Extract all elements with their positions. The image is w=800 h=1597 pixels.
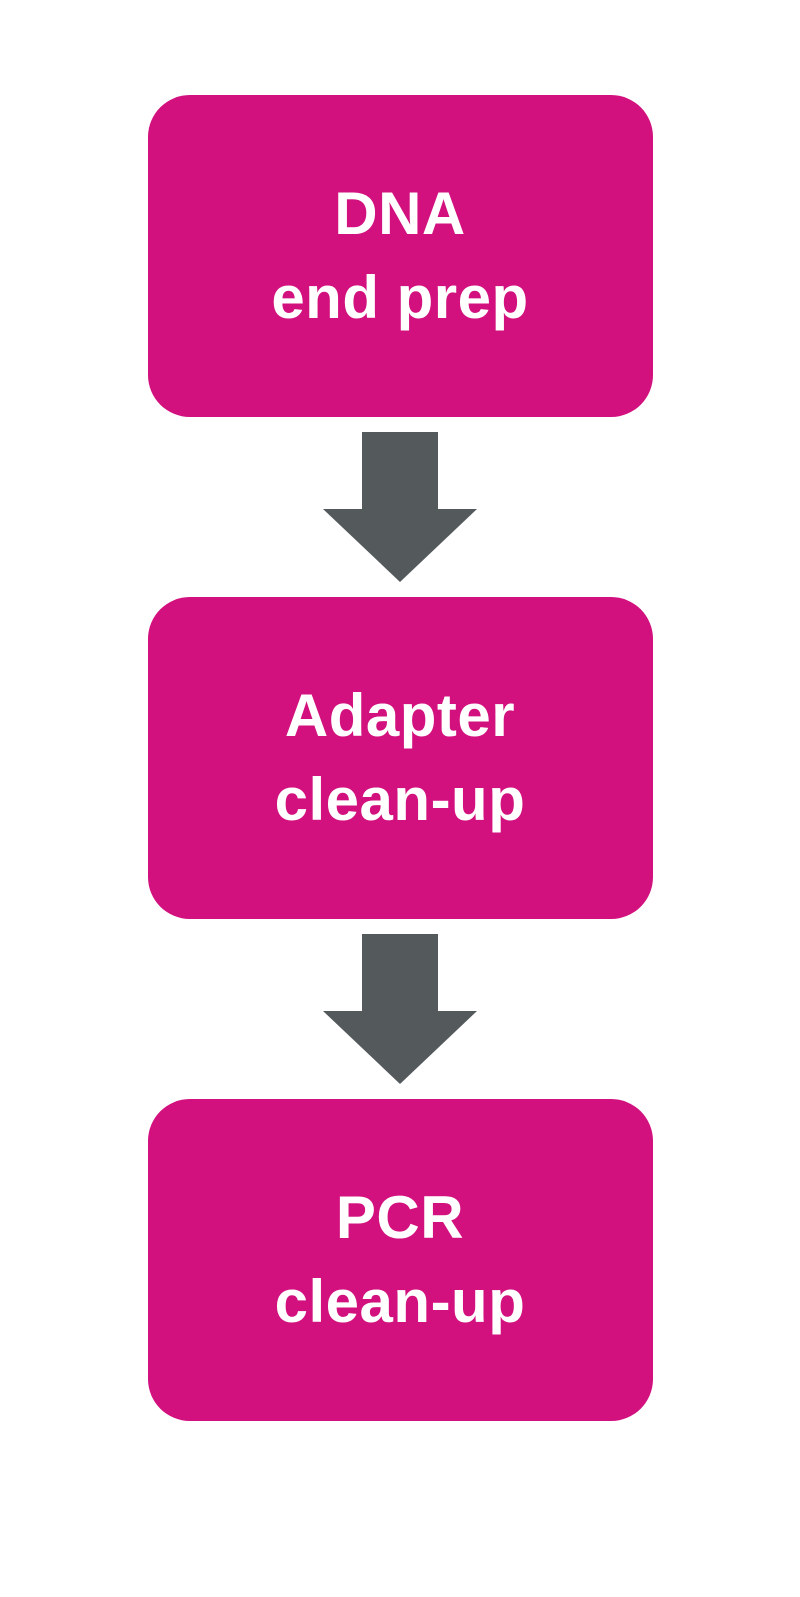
down-arrow-icon: [323, 432, 477, 582]
node-label-line2: clean-up: [274, 766, 526, 833]
connector-2: [323, 934, 477, 1084]
node-label: PCR clean-up: [275, 1176, 526, 1344]
node-dna-end-prep: DNA end prep: [147, 95, 653, 417]
node-label-line1: PCR: [335, 1184, 465, 1251]
node-pcr-clean-up: PCR clean-up: [147, 1099, 653, 1421]
node-label: DNA end prep: [271, 172, 528, 340]
node-label-line1: DNA: [334, 180, 466, 247]
down-arrow-icon: [323, 934, 477, 1084]
node-label-line2: clean-up: [274, 1268, 526, 1335]
node-label-line2: end prep: [271, 264, 529, 331]
connector-1: [323, 432, 477, 582]
node-label-line1: Adapter: [284, 682, 516, 749]
node-label: Adapter clean-up: [275, 674, 526, 842]
node-adapter-clean-up: Adapter clean-up: [147, 597, 653, 919]
